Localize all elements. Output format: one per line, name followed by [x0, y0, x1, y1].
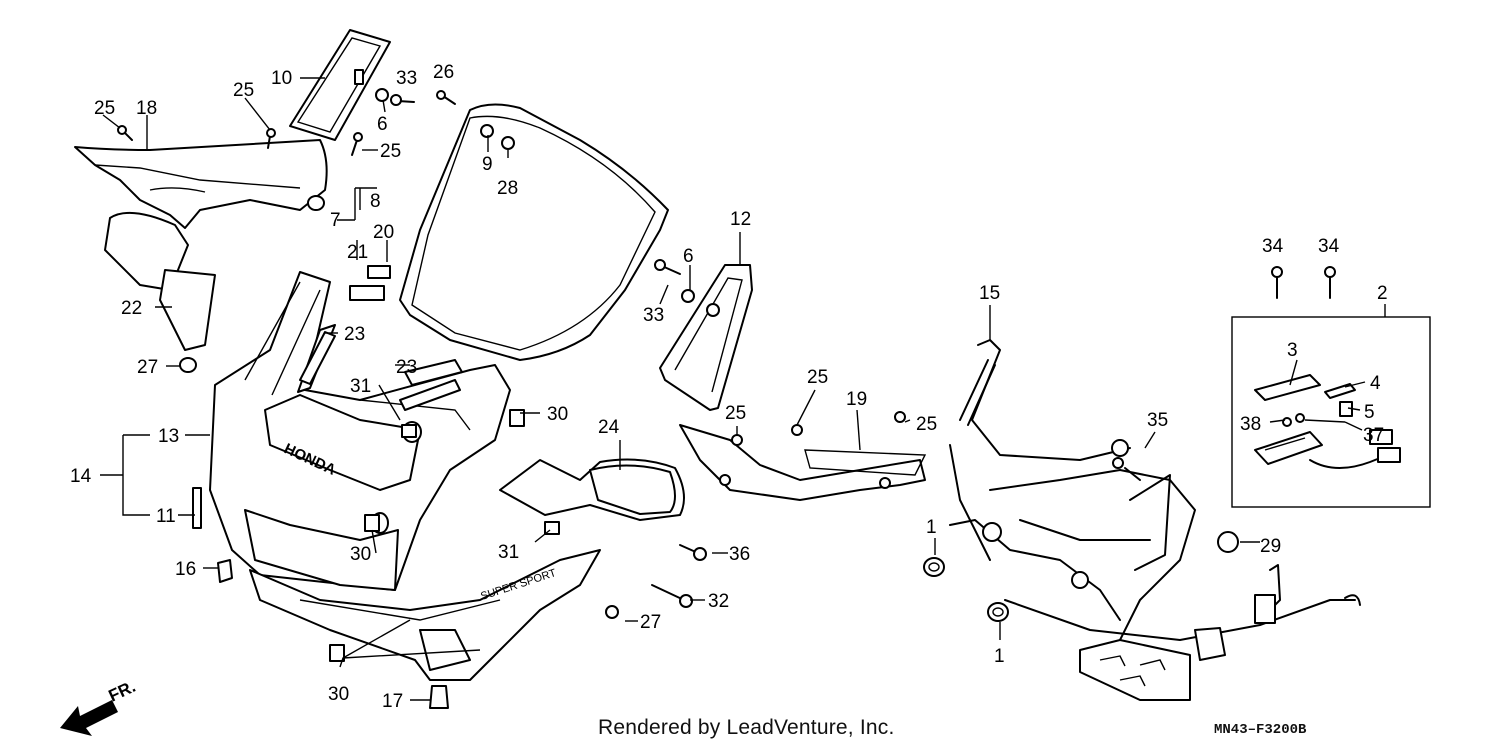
- label-28: 28: [497, 178, 518, 199]
- label-24: 24: [598, 417, 620, 438]
- label-10: 10: [271, 68, 292, 89]
- part-18-side-cowl: [74, 139, 328, 229]
- label-25: 25: [233, 80, 254, 101]
- label-19: 19: [846, 389, 867, 410]
- label-31: 31: [498, 542, 519, 563]
- label-7: 7: [330, 210, 341, 231]
- part-15-frame-stay: [949, 339, 1361, 701]
- label-30: 30: [547, 404, 568, 425]
- label-26: 26: [433, 62, 454, 83]
- label-6: 6: [683, 246, 694, 267]
- arrow-icon: [60, 700, 118, 736]
- label-27: 27: [640, 612, 661, 633]
- label-25: 25: [807, 367, 828, 388]
- label-29: 29: [1260, 536, 1281, 557]
- label-36: 36: [729, 544, 750, 565]
- part-12-side-panel: [659, 264, 753, 411]
- label-21: 21: [347, 242, 368, 263]
- label-33: 33: [396, 68, 417, 89]
- label-25: 25: [380, 141, 401, 162]
- part-19-inner-panel: [679, 424, 927, 501]
- label-9: 9: [482, 154, 493, 175]
- part-2-kit-box: [1231, 316, 1431, 508]
- part-10-trim: [289, 29, 391, 141]
- label-18: 18: [136, 98, 157, 119]
- label-34: 34: [1262, 236, 1284, 257]
- label-35: 35: [1147, 410, 1168, 431]
- label-5: 5: [1364, 402, 1375, 423]
- part-labels: 25 18 25 10 33 26 6 25 9 28 8 7 20 21 22…: [70, 62, 1388, 712]
- label-32: 32: [708, 591, 729, 612]
- label-15: 15: [979, 283, 1000, 304]
- label-4: 4: [1370, 373, 1381, 394]
- label-3: 3: [1287, 340, 1298, 361]
- label-12: 12: [730, 209, 751, 230]
- label-23: 23: [344, 324, 365, 345]
- diagram-code: MN43–F3200B: [1214, 722, 1307, 738]
- label-34: 34: [1318, 236, 1340, 257]
- label-1: 1: [994, 646, 1005, 667]
- label-25: 25: [916, 414, 937, 435]
- label-1: 1: [926, 517, 937, 538]
- label-27: 27: [137, 357, 158, 378]
- label-23: 23: [396, 357, 417, 378]
- label-25: 25: [94, 98, 115, 119]
- part-22-mirror: [104, 211, 216, 373]
- label-13: 13: [158, 426, 179, 447]
- label-38: 38: [1240, 414, 1261, 435]
- leader-lines: [100, 77, 1386, 701]
- credit-text: Rendered by LeadVenture, Inc.: [598, 716, 895, 739]
- label-16: 16: [175, 559, 196, 580]
- hardware: [117, 88, 1336, 709]
- label-37: 37: [1363, 425, 1384, 446]
- label-2: 2: [1377, 283, 1388, 304]
- label-17: 17: [382, 691, 403, 712]
- label-14: 14: [70, 466, 92, 487]
- front-arrow: FR.: [60, 677, 139, 736]
- label-30: 30: [350, 544, 371, 565]
- label-20: 20: [373, 222, 394, 243]
- part-24-side-pod: [499, 458, 685, 521]
- label-25: 25: [725, 403, 746, 424]
- label-11: 11: [156, 506, 176, 527]
- part-8-windscreen: [399, 103, 669, 361]
- label-6: 6: [377, 114, 388, 135]
- label-31: 31: [350, 376, 371, 397]
- label-8: 8: [370, 191, 381, 212]
- label-33: 33: [643, 305, 664, 326]
- label-22: 22: [121, 298, 142, 319]
- label-30: 30: [328, 684, 349, 705]
